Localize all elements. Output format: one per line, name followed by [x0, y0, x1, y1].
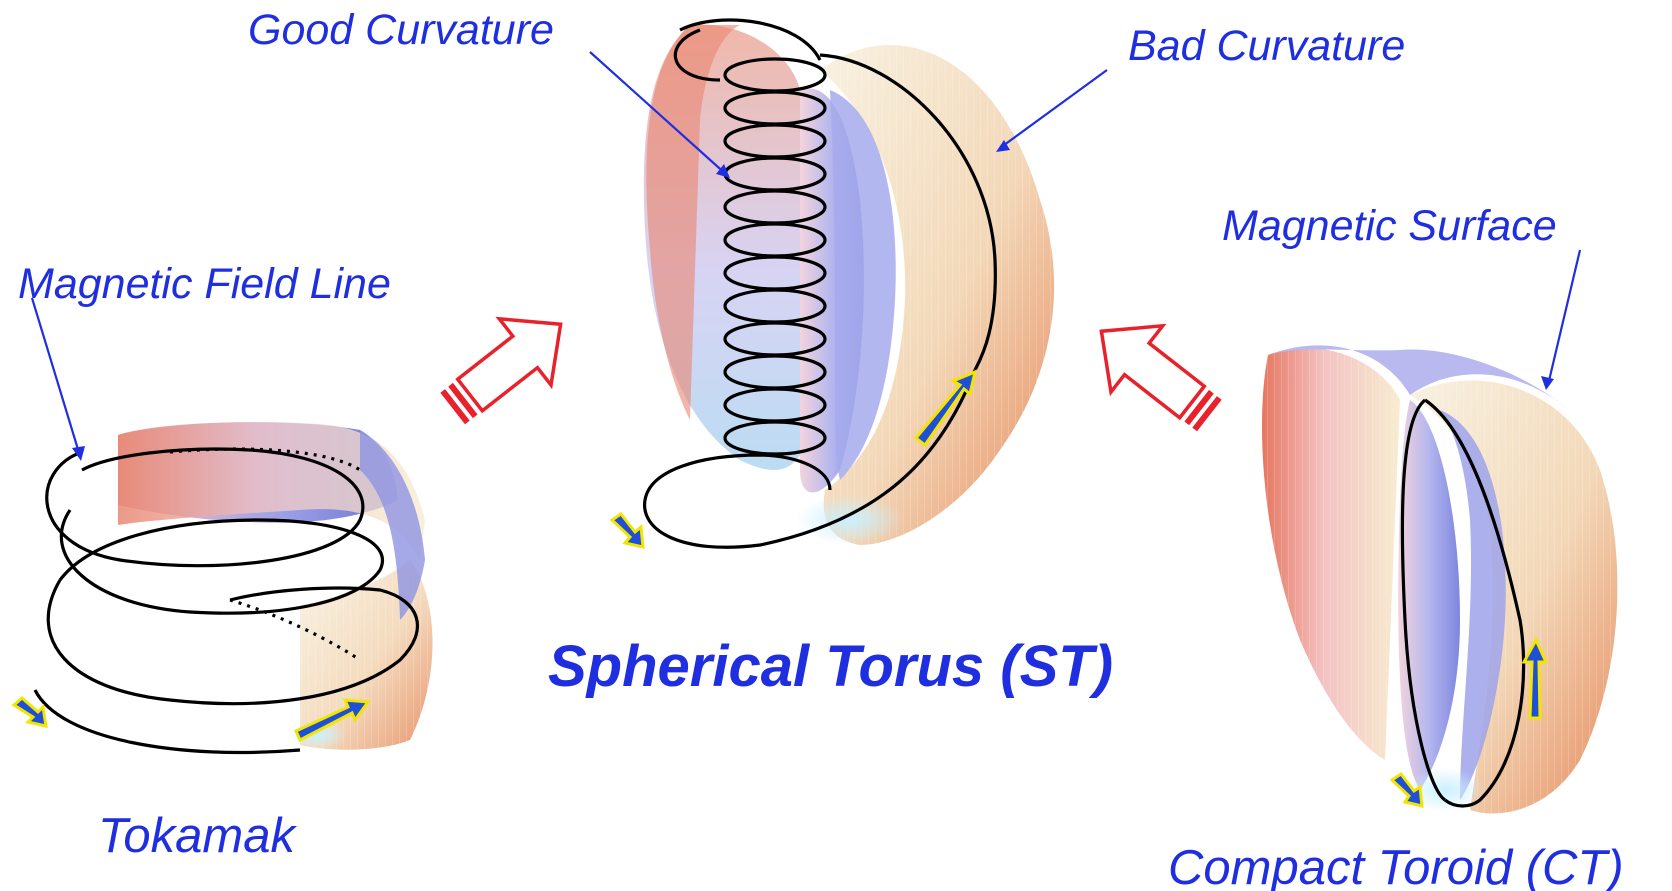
compact-toroid-figure [1262, 345, 1617, 813]
bad-curvature-label: Bad Curvature [1128, 22, 1405, 70]
blue-arrow-icon [14, 698, 46, 726]
blue-arrow-icon [612, 514, 643, 547]
compact-toroid-label: Compact Toroid (CT) [1168, 841, 1624, 891]
bad-curvature-pointer [1000, 70, 1107, 148]
tokamak-figure [14, 422, 433, 752]
magnetic-field-line-pointer [32, 298, 80, 456]
hollow-red-arrow-icon [427, 291, 587, 442]
st-bottom-glow [795, 495, 905, 545]
magnetic-surface-label: Magnetic Surface [1222, 202, 1557, 250]
hollow-red-arrow-icon [1076, 298, 1236, 449]
ct-left-shell-mesh [1262, 348, 1400, 760]
magnetic-field-line-pointer-head [72, 446, 85, 461]
magnetic-surface-pointer [1548, 250, 1580, 385]
spherical-torus-figure [612, 20, 1054, 547]
spherical-torus-label: Spherical Torus (ST) [548, 634, 1113, 699]
tokamak-label: Tokamak [98, 809, 298, 863]
ct-inner-face [1398, 400, 1460, 790]
tokamak-field-line-loop-2 [60, 510, 382, 613]
magnetic-surface-pointer-head [1541, 376, 1554, 390]
magnetic-field-line-label: Magnetic Field Line [18, 260, 391, 308]
good-curvature-label: Good Curvature [248, 6, 554, 54]
